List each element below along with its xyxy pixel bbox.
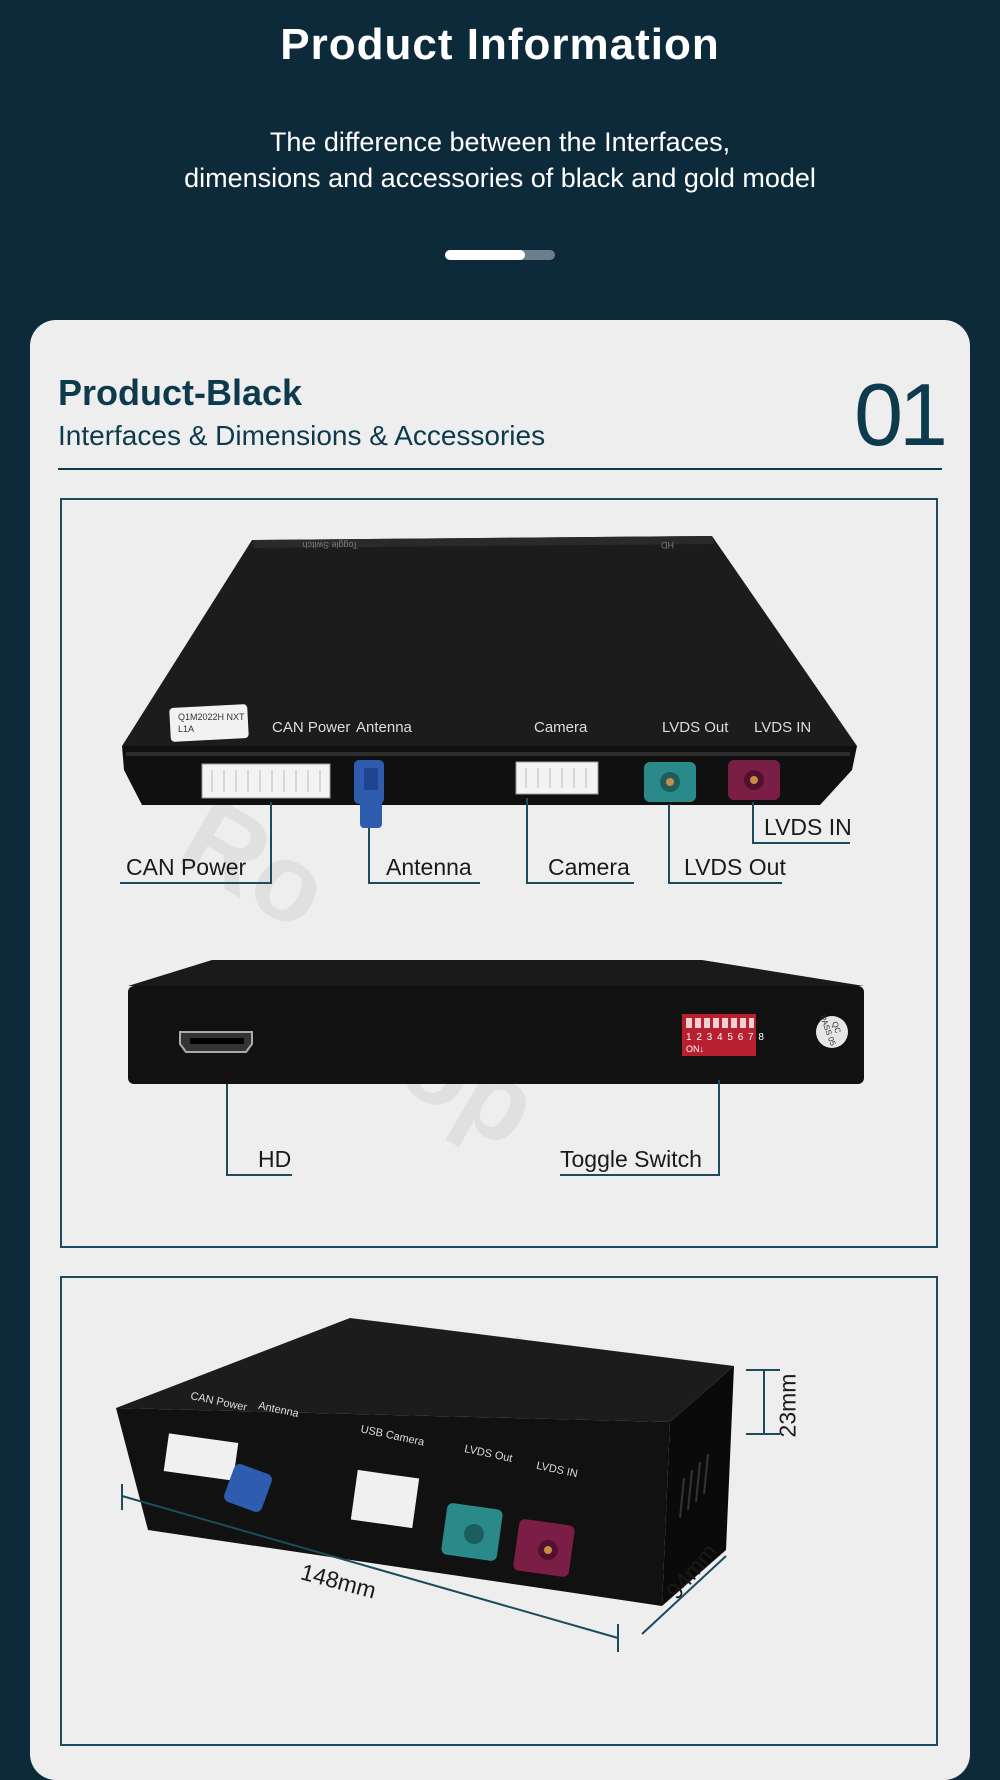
svg-text:Camera: Camera: [534, 719, 588, 736]
page-subtitle: The difference between the Interfaces, d…: [0, 124, 1000, 196]
svg-text:L1A: L1A: [178, 724, 194, 734]
section-title: Product-Black: [58, 372, 303, 413]
callout-line: [718, 1080, 720, 1176]
callout-line: [270, 802, 272, 884]
callout-line: [668, 882, 782, 884]
svg-text:HD: HD: [661, 540, 674, 550]
interfaces-panel: Ro op Q1M2022H NXT L1A CAN Power Antenna…: [60, 498, 938, 1248]
callout-line: [226, 1084, 228, 1176]
callout-antenna: Antenna: [386, 854, 472, 880]
callout-camera: Camera: [548, 854, 630, 880]
slide-indicator-active: [445, 250, 525, 260]
dimension-height: 23mm: [774, 1373, 801, 1438]
svg-text:Antenna: Antenna: [356, 719, 413, 736]
device-dimension-image: [116, 1318, 780, 1652]
section-subtitle: Interfaces & Dimensions & Accessories: [58, 420, 546, 451]
callout-line: [120, 882, 272, 884]
slide-indicator[interactable]: [445, 250, 555, 260]
callout-line: [368, 828, 370, 884]
callout-hd: HD: [258, 1146, 292, 1172]
callout-line: [368, 882, 480, 884]
device-front-image: Q1M2022H NXT L1A CAN Power Antenna Camer…: [122, 536, 857, 828]
product-card: Product-Black Interfaces & Dimensions & …: [30, 320, 970, 1780]
callout-line: [752, 842, 850, 844]
dip-on-label: ON↓: [686, 1044, 704, 1054]
subtitle-line-1: The difference between the Interfaces,: [269, 127, 731, 157]
callout-lvds-in: LVDS IN: [764, 814, 852, 840]
svg-text:Toggle Switch: Toggle Switch: [302, 540, 358, 550]
callout-line: [560, 1174, 720, 1176]
svg-text:LVDS IN: LVDS IN: [754, 719, 811, 736]
svg-text:Q1M2022H NXT: Q1M2022H NXT: [178, 712, 245, 722]
dip-numbers: 1 2 3 4 5 6 7 8: [686, 1032, 765, 1043]
page-title: Product Information: [280, 20, 720, 69]
callout-line: [526, 882, 634, 884]
subtitle-line-2: dimensions and accessories of black and …: [184, 163, 816, 193]
callout-toggle-switch: Toggle Switch: [560, 1146, 702, 1172]
callout-can-power: CAN Power: [126, 854, 247, 880]
device-back-image: [128, 960, 864, 1084]
dimensions-panel: Ro CAN Power A: [60, 1276, 938, 1746]
hero-banner: Product Information The difference betwe…: [0, 0, 1000, 330]
section-number: 01: [854, 365, 948, 464]
callout-line: [526, 798, 528, 884]
callout-line: [226, 1174, 292, 1176]
section-divider: [58, 468, 942, 470]
svg-text:CAN Power: CAN Power: [272, 719, 350, 736]
svg-text:LVDS Out: LVDS Out: [662, 719, 729, 736]
callout-line: [668, 804, 670, 884]
callout-lvds-out: LVDS Out: [684, 854, 786, 880]
callout-line: [752, 802, 754, 844]
